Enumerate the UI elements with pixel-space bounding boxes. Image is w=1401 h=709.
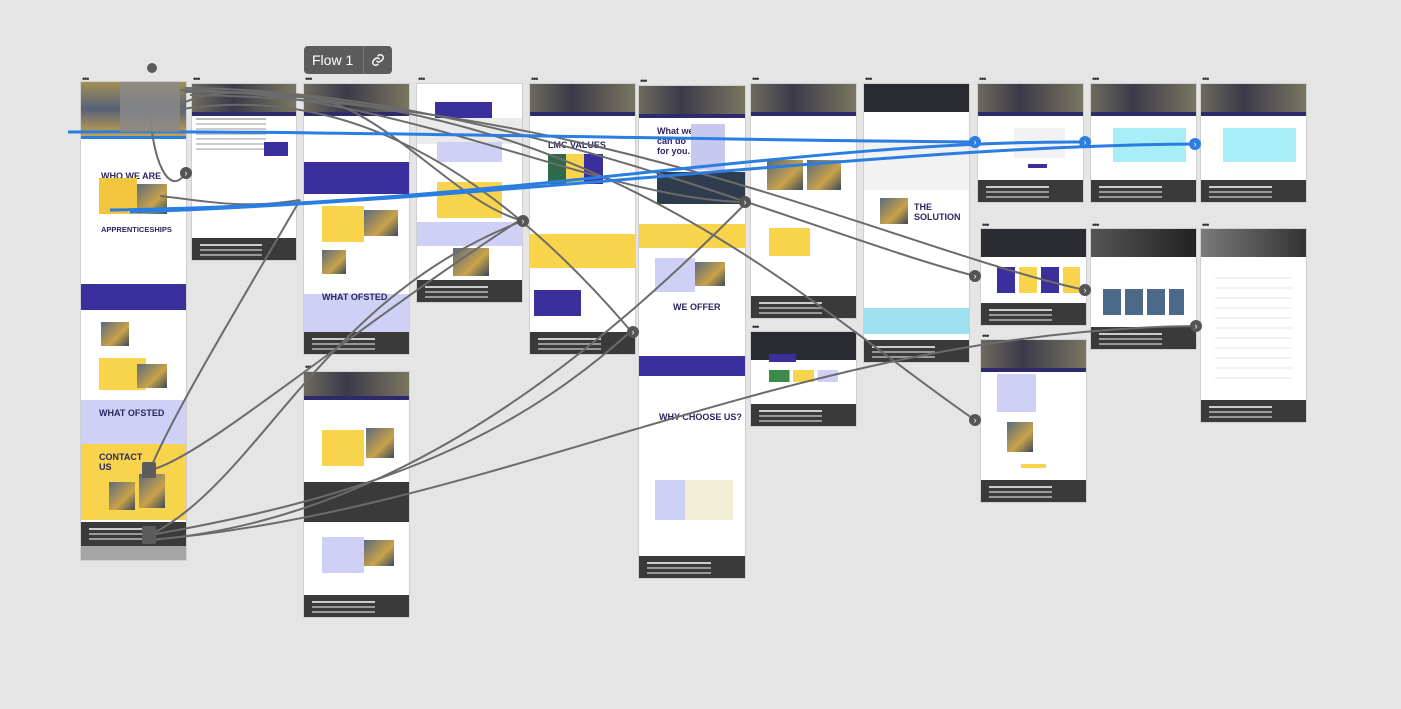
what-ofsted-heading-2: WHAT OFSTED <box>322 292 388 302</box>
frame-menu-icon[interactable]: ••• <box>982 331 990 341</box>
frame-menu-icon[interactable]: ••• <box>531 74 539 84</box>
arrow-right-icon[interactable]: › <box>517 215 529 227</box>
we-offer-heading: WE OFFER <box>673 302 721 312</box>
frame-menu-icon[interactable]: ••• <box>305 362 313 372</box>
frame-menu-icon[interactable]: ••• <box>865 74 873 84</box>
frame-menu-icon[interactable]: ••• <box>979 74 987 84</box>
arrow-right-icon[interactable]: › <box>969 270 981 282</box>
why-choose-us-heading: WHY CHOOSE US? <box>659 412 742 422</box>
flow-label: Flow 1 <box>312 52 354 68</box>
frame-menu-icon[interactable]: ••• <box>752 74 760 84</box>
arrow-right-icon[interactable]: › <box>969 136 981 148</box>
frame-menu-icon[interactable]: ••• <box>1202 220 1210 230</box>
arrow-right-icon[interactable]: › <box>1190 320 1202 332</box>
arrow-right-icon[interactable]: › <box>969 414 981 426</box>
contact-us-heading: CONTACT US <box>99 452 143 472</box>
arrow-right-icon[interactable]: › <box>1189 138 1201 150</box>
frame-form-2[interactable] <box>1201 84 1306 202</box>
frame-menu-icon[interactable]: ••• <box>1092 74 1100 84</box>
frame-menu-icon[interactable]: ••• <box>752 322 760 332</box>
frame-apprenticeships-detail[interactable] <box>304 372 409 617</box>
frame-menu-icon[interactable]: ••• <box>1092 220 1100 230</box>
frame-menu-icon[interactable]: ••• <box>305 74 313 84</box>
frame-partners[interactable] <box>1201 229 1306 422</box>
frame-solution[interactable]: THE SOLUTION <box>864 84 969 362</box>
arrow-right-icon[interactable]: › <box>627 326 639 338</box>
frame-graduates-2[interactable] <box>751 332 856 426</box>
frame-home[interactable]: WHO WE ARE APPRENTICESHIPS WHAT OFSTED C… <box>81 82 186 560</box>
arrow-right-icon[interactable]: › <box>1079 284 1091 296</box>
apprenticeships-heading: APPRENTICESHIPS <box>101 225 172 234</box>
frame-employers[interactable] <box>417 84 522 302</box>
frame-form-1[interactable] <box>1091 84 1196 202</box>
frame-menu-icon[interactable]: ••• <box>193 74 201 84</box>
frame-menu-icon[interactable]: ••• <box>418 74 426 84</box>
link-icon[interactable] <box>363 46 392 74</box>
frame-case-study[interactable] <box>981 340 1086 502</box>
frame-about[interactable] <box>192 84 296 260</box>
frame-menu-icon[interactable]: ••• <box>1202 74 1210 84</box>
frame-contact[interactable] <box>978 84 1083 202</box>
frame-graduates[interactable] <box>751 84 856 318</box>
what-ofsted-heading: WHAT OFSTED <box>99 408 165 418</box>
frame-values[interactable]: LMC VALUES <box>530 84 635 354</box>
frame-services[interactable]: What we can do for you. WE OFFER WHY CHO… <box>639 86 745 578</box>
arrow-right-icon[interactable]: › <box>180 167 192 179</box>
arrow-right-icon[interactable]: › <box>739 196 751 208</box>
flow-start-tag[interactable]: Flow 1 <box>304 46 393 74</box>
the-solution-heading: THE SOLUTION <box>914 202 961 222</box>
frame-categories[interactable] <box>981 229 1086 325</box>
frame-apprenticeships[interactable]: WHAT OFSTED <box>304 84 409 354</box>
frame-menu-icon[interactable]: ••• <box>640 76 648 86</box>
lmc-values-heading: LMC VALUES <box>548 140 606 150</box>
frame-gallery[interactable] <box>1091 229 1196 349</box>
arrow-right-icon[interactable]: › <box>1079 136 1091 148</box>
frame-menu-icon[interactable]: ••• <box>82 74 90 84</box>
frame-menu-icon[interactable]: ••• <box>982 220 990 230</box>
